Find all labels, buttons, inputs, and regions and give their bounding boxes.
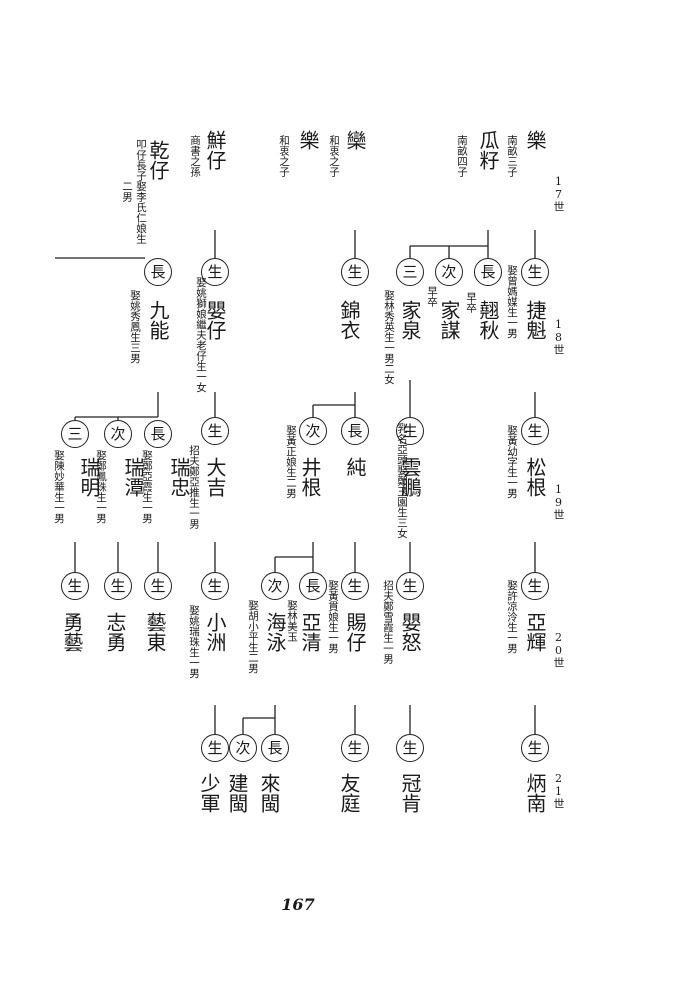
- person-name: 藝東: [143, 612, 167, 652]
- generation-mark-circle: 生: [396, 417, 424, 445]
- marriage-note: 娶鄭亞霞生一男: [141, 450, 153, 524]
- person-name: 小洲: [203, 612, 227, 652]
- generation-mark-circle: 生: [201, 258, 229, 286]
- generation-mark-circle: 生: [341, 572, 369, 600]
- person-name: 嬰仔: [203, 300, 227, 340]
- marriage-note: 乳名亞頭娶鄭玉園生三女: [396, 423, 408, 539]
- generation-mark-circle: 次: [435, 258, 463, 286]
- person-name: 雲鵬: [398, 457, 422, 497]
- generation-mark-circle: 長: [144, 420, 172, 448]
- person-name: 瑞明: [77, 457, 101, 497]
- lineage-note: 商書之孫: [189, 135, 201, 177]
- person-name: 錦衣: [337, 300, 361, 340]
- marriage-note: 招夫鄭亞推生一男: [188, 445, 200, 529]
- person-name: 賜仔: [343, 612, 367, 652]
- generation-mark-circle: 生: [521, 572, 549, 600]
- person-name: 少軍: [197, 773, 221, 813]
- generation-mark-circle: 三: [61, 420, 89, 448]
- person-name: 來閩: [257, 773, 281, 813]
- generation-mark-circle: 生: [521, 734, 549, 762]
- person-name: 翹秋: [476, 300, 500, 340]
- generation-mark-circle: 次: [104, 420, 132, 448]
- person-name: 九能: [146, 300, 170, 340]
- person-name: 瑞忠: [167, 457, 191, 497]
- generation-mark-circle: 次: [299, 417, 327, 445]
- lineage-note: 南畝四子: [456, 135, 468, 177]
- generation-mark-circle: 生: [104, 572, 132, 600]
- early-death-tag: 早卒: [426, 286, 438, 307]
- person-name: 冠肯: [398, 773, 422, 813]
- generation-label-17: 17世: [552, 175, 565, 212]
- person-name: 樂: [523, 130, 547, 150]
- marriage-note: 娶黃貫娘生一男: [327, 580, 339, 654]
- generation-mark-circle: 生: [201, 734, 229, 762]
- generation-mark-circle: 生: [61, 572, 89, 600]
- generation-label-21: 21世: [552, 772, 565, 809]
- lineage-note: 和衷之子: [278, 135, 290, 177]
- person-name: 欒: [343, 130, 367, 150]
- person-name: 瓜籽: [476, 130, 500, 170]
- person-name: 鮮仔: [203, 130, 227, 170]
- generation-mark-circle: 長: [261, 734, 289, 762]
- marriage-note: 娶胡小平生二男: [247, 600, 259, 674]
- early-death-tag: 早卒: [465, 292, 477, 313]
- person-name: 友庭: [337, 773, 361, 813]
- marriage-note: 娶姚獅娘繼夫老仔生一女: [195, 277, 207, 393]
- marriage-note: 招夫鄭雪霞生一男: [382, 580, 394, 664]
- generation-mark-circle: 生: [201, 417, 229, 445]
- generation-mark-circle: 生: [341, 258, 369, 286]
- person-name: 志勇: [103, 612, 127, 652]
- person-name: 純: [343, 457, 367, 477]
- person-name: 家謀: [437, 300, 461, 340]
- marriage-note: 娶林美玉: [286, 600, 298, 642]
- person-name: 海泳: [263, 612, 287, 652]
- marriage-note: 娶姚瑞珠生一男: [188, 605, 200, 679]
- generation-mark-circle: 生: [144, 572, 172, 600]
- marriage-note: 娶曾媽媒生一男: [506, 265, 518, 339]
- person-name: 勇藝: [60, 612, 84, 652]
- lineage-note: 叩仔長子娶李氏仁娘生二男: [121, 138, 147, 244]
- generation-mark-circle: 長: [474, 258, 502, 286]
- generation-mark-circle: 長: [341, 417, 369, 445]
- marriage-note: 娶許凉泠生一男: [506, 580, 518, 654]
- person-name: 嬰怒: [398, 612, 422, 652]
- marriage-note: 娶陳妙華生一男: [53, 450, 65, 524]
- generation-label-19: 19世: [552, 483, 565, 520]
- person-name: 松根: [523, 457, 547, 497]
- generation-mark-circle: 生: [521, 417, 549, 445]
- marriage-note: 娶林秀英生一男二女: [383, 290, 395, 385]
- generation-label-18: 18世: [552, 318, 565, 355]
- generation-mark-circle: 長: [144, 258, 172, 286]
- person-name: 乾仔: [146, 140, 170, 180]
- person-name: 亞輝: [523, 612, 547, 652]
- generation-mark-circle: 長: [299, 572, 327, 600]
- person-name: 建閩: [225, 773, 249, 813]
- generation-mark-circle: 生: [201, 572, 229, 600]
- lineage-note: 南畝三子: [506, 135, 518, 177]
- lineage-note: 和衷之子: [328, 135, 340, 177]
- person-name: 瑞潭: [121, 457, 145, 497]
- person-name: 捷魁: [523, 300, 547, 340]
- generation-mark-circle: 次: [261, 572, 289, 600]
- page-number: 167: [281, 895, 315, 914]
- generation-label-20: 20世: [552, 631, 565, 668]
- marriage-note: 娶黃幼字生一男: [506, 425, 518, 499]
- person-name: 炳南: [523, 773, 547, 813]
- person-name: 家泉: [398, 300, 422, 340]
- person-name: 樂: [296, 130, 320, 150]
- generation-mark-circle: 生: [521, 258, 549, 286]
- person-name: 大吉: [203, 457, 227, 497]
- marriage-note: 娶鄭鳳珠生一男: [95, 450, 107, 524]
- generation-mark-circle: 生: [396, 572, 424, 600]
- person-name: 井根: [298, 457, 322, 497]
- generation-mark-circle: 次: [229, 734, 257, 762]
- generation-mark-circle: 三: [396, 258, 424, 286]
- generation-mark-circle: 生: [341, 734, 369, 762]
- marriage-note: 娶姚秀鳳生三男: [129, 290, 141, 364]
- person-name: 亞清: [298, 612, 322, 652]
- generation-mark-circle: 生: [396, 734, 424, 762]
- marriage-note: 娶黃正娘生二男: [285, 425, 297, 499]
